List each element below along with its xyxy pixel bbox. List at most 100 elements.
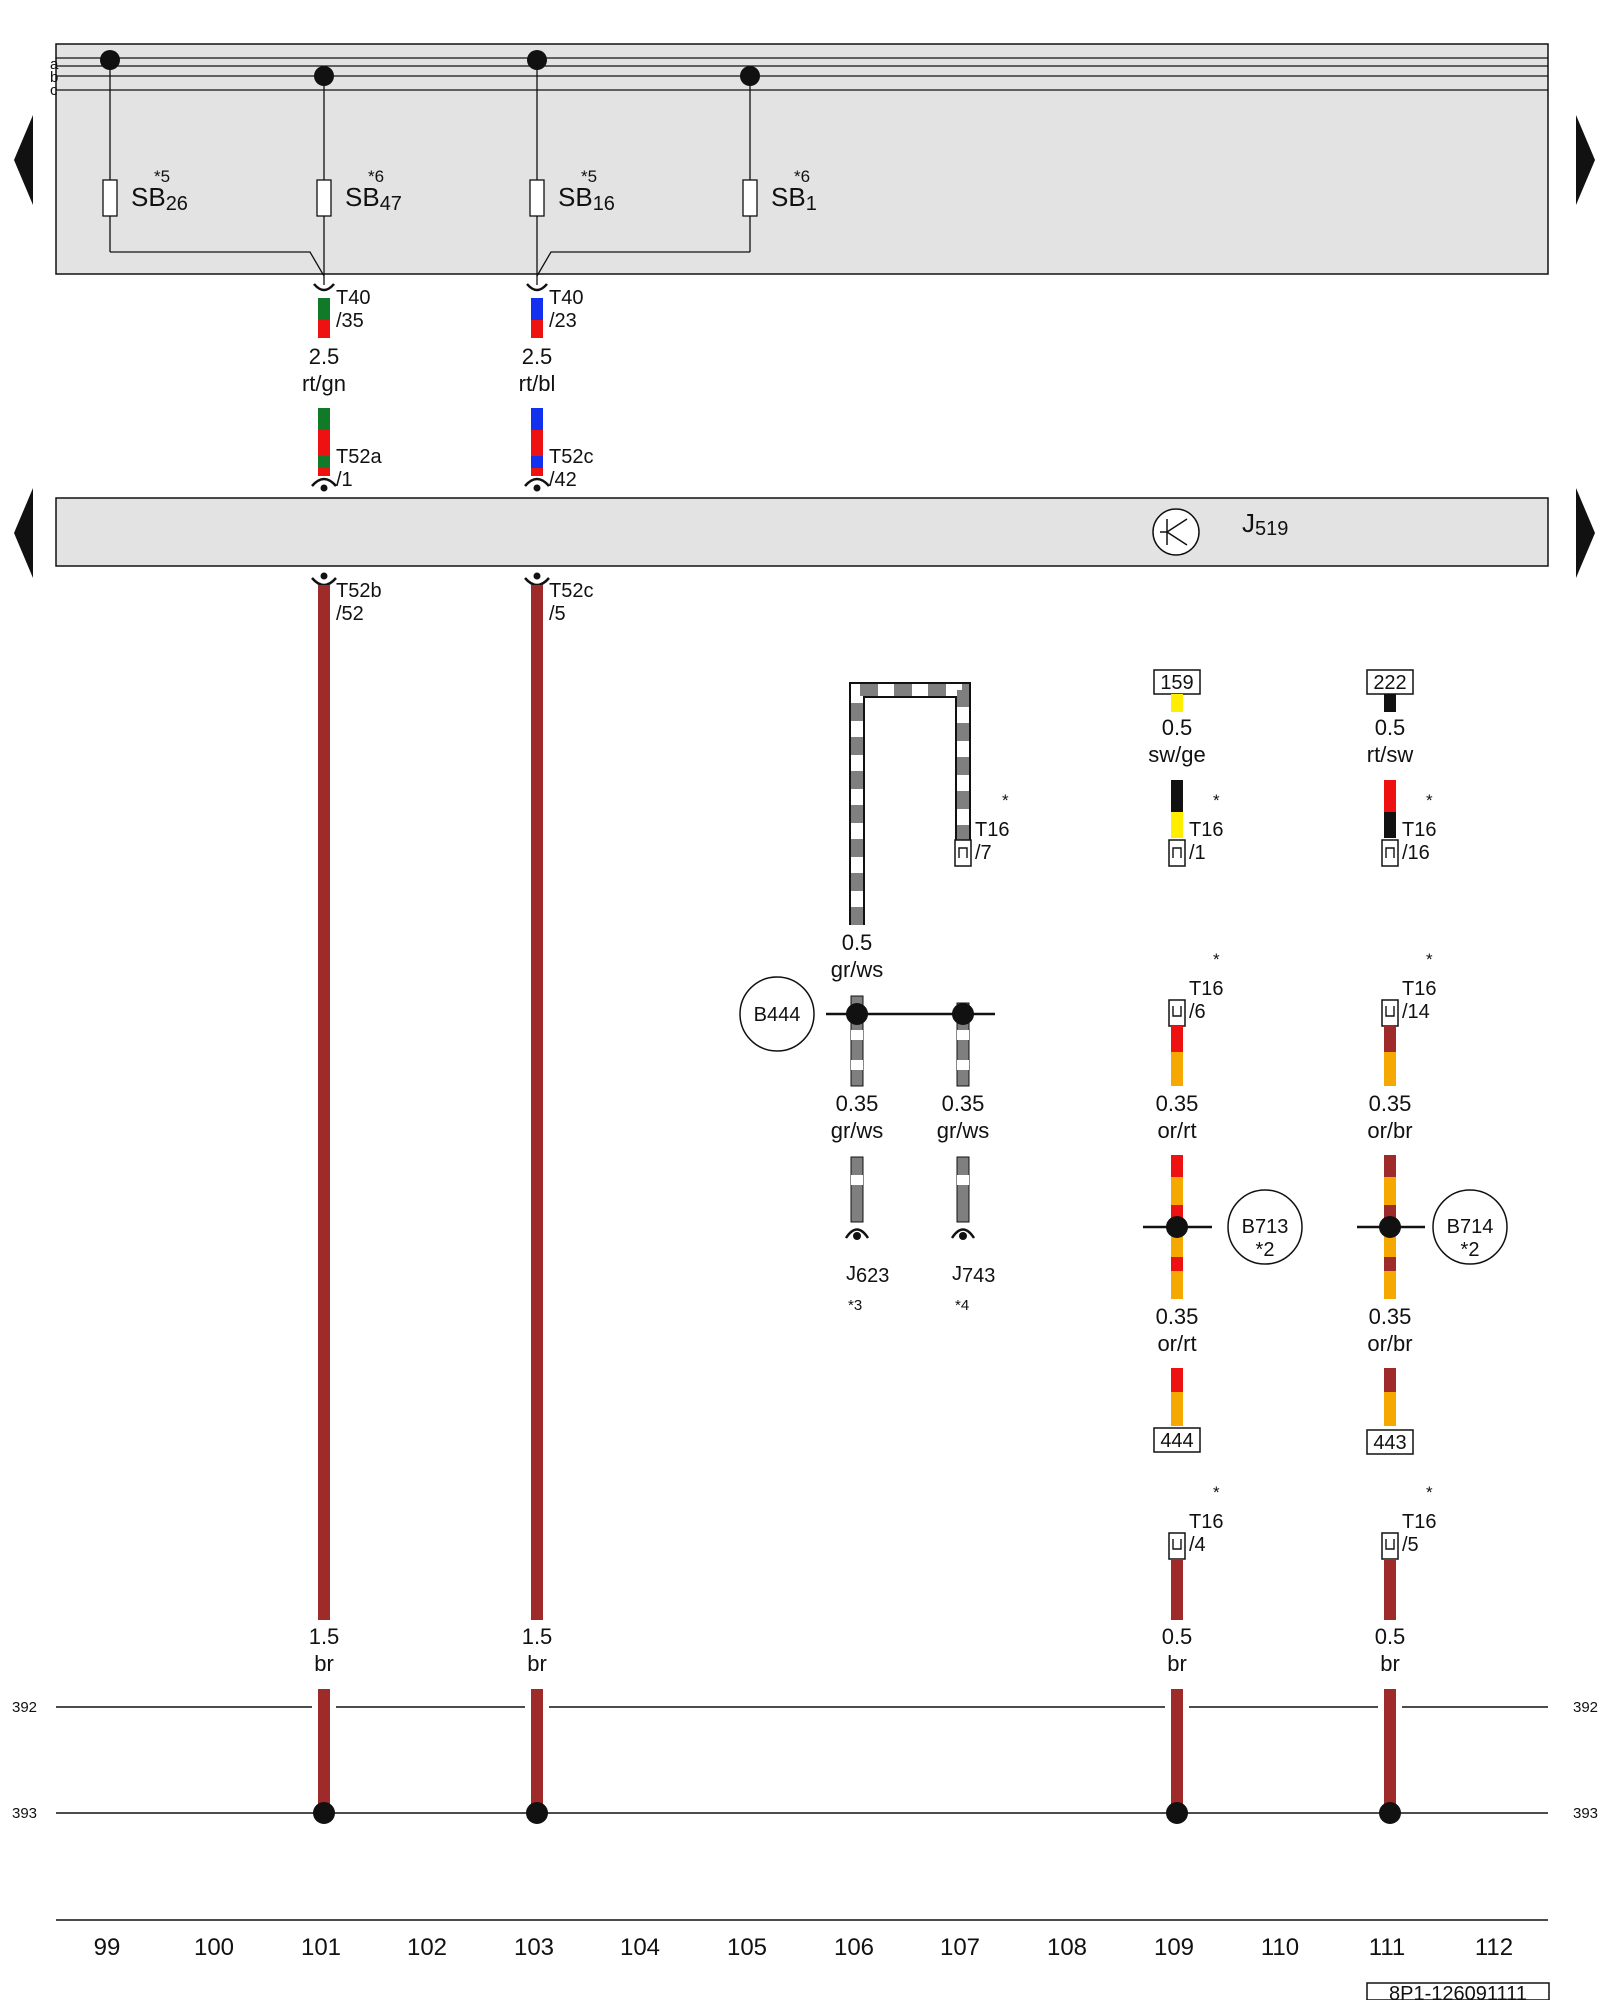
t16-6-conn: T16 bbox=[1189, 978, 1223, 1000]
wire-gr-ws-b-gauge: 0.35 bbox=[942, 1091, 985, 1116]
wire-101-upper: T40 /35 2.5 rt/gn T52a /1 bbox=[302, 283, 382, 492]
ground-node-103 bbox=[526, 1802, 548, 1824]
t16-4-conn: T16 bbox=[1189, 1511, 1223, 1533]
wire-sw-ge-gauge: 0.5 bbox=[1162, 715, 1193, 740]
t16-1-connector: * T16 /1 bbox=[1168, 791, 1223, 867]
wire-sw-ge-color: sw/ge bbox=[1148, 742, 1205, 767]
wire-101-ground bbox=[318, 1689, 330, 1813]
t16-5-star: * bbox=[1426, 1483, 1433, 1502]
wire-gr-ws-color: gr/ws bbox=[831, 957, 884, 982]
t16-4-connector: * T16 /4 bbox=[1168, 1483, 1223, 1560]
ref-159: 159 bbox=[1153, 669, 1201, 712]
ref-222: 222 bbox=[1366, 669, 1414, 712]
fuse-sb26: SB26 *5 bbox=[100, 50, 188, 252]
t52c-5-pin: /5 bbox=[549, 603, 566, 625]
module-j519-label: J519 bbox=[1242, 508, 1288, 540]
splice-b713: B713 *2 bbox=[1143, 1155, 1303, 1299]
wire-gr-ws-a-color: gr/ws bbox=[831, 1118, 884, 1143]
wire-101-gauge: 2.5 bbox=[309, 344, 340, 369]
ground-j623-note: *3 bbox=[848, 1297, 862, 1314]
t16-7-conn: T16 bbox=[975, 819, 1009, 841]
t16-16-star: * bbox=[1426, 791, 1433, 810]
ground-node-111 bbox=[1379, 1802, 1401, 1824]
fuse-sb47-label: SB47 bbox=[345, 182, 402, 215]
splice-b714-label: B714 bbox=[1447, 1216, 1494, 1238]
rail-label-a: a bbox=[50, 56, 59, 73]
next-page-arrow-top[interactable] bbox=[1576, 115, 1595, 205]
svg-text:444: 444 bbox=[1160, 1430, 1193, 1452]
fuse-sb1-label: SB1 bbox=[771, 182, 817, 215]
t16-6-pin: /6 bbox=[1189, 1001, 1206, 1023]
column-number: 110 bbox=[1261, 1934, 1299, 1961]
splice-b444-label: B444 bbox=[754, 1004, 801, 1026]
fuse-panel bbox=[55, 43, 1549, 275]
wire-gr-ws-a-gauge: 0.35 bbox=[836, 1091, 879, 1116]
module-j519 bbox=[55, 497, 1549, 567]
t16-6-connector: * T16 /6 bbox=[1168, 950, 1223, 1027]
svg-text:443: 443 bbox=[1373, 1432, 1406, 1454]
ground-node-109 bbox=[1166, 1802, 1188, 1824]
column-number: 100 bbox=[194, 1934, 234, 1961]
prev-page-arrow-top[interactable] bbox=[14, 115, 33, 205]
ref-444: 444 bbox=[1153, 1427, 1201, 1453]
t16-5-connector: * T16 /5 bbox=[1381, 1483, 1436, 1560]
t16-1-conn: T16 bbox=[1189, 819, 1223, 841]
t52b-52-pin: /52 bbox=[336, 603, 364, 625]
fuse-sb16-note: *5 bbox=[581, 167, 597, 186]
t16-5-conn: T16 bbox=[1402, 1511, 1436, 1533]
doc-id-box bbox=[1366, 1982, 1550, 2000]
ref-443: 443 bbox=[1366, 1429, 1414, 1455]
fuse-sb47: SB47 *6 bbox=[314, 66, 402, 285]
column-number: 112 bbox=[1475, 1934, 1513, 1961]
ground-j623: J623 *3 bbox=[844, 1156, 889, 1314]
wire-103-upper: T40 /23 2.5 rt/bl T52c /42 bbox=[519, 283, 593, 492]
ground-392-right: 392 bbox=[1573, 1699, 1598, 1716]
fuse-sb26-note: *5 bbox=[154, 167, 170, 186]
ground-j623-label: J623 bbox=[846, 1263, 889, 1287]
wire-or-rt-2-gauge: 0.35 bbox=[1156, 1304, 1199, 1329]
wire-gr-ws-gauge: 0.5 bbox=[842, 930, 873, 955]
wire-or-rt-1-gauge: 0.35 bbox=[1156, 1091, 1199, 1116]
wire-103-bottom-gauge: 1.5 bbox=[522, 1624, 553, 1649]
fuse-sb47-note: *6 bbox=[368, 167, 384, 186]
splice-b714-note: *2 bbox=[1461, 1239, 1480, 1261]
wire-103-brown bbox=[531, 585, 543, 1620]
ground-392-left: 392 bbox=[12, 1699, 37, 1716]
splice-b444: B444 bbox=[739, 976, 995, 1087]
t16-14-star: * bbox=[1426, 950, 1433, 969]
fuse-sb1: SB1 *6 bbox=[740, 66, 817, 252]
column-number: 106 bbox=[834, 1934, 874, 1961]
svg-text:222: 222 bbox=[1373, 672, 1406, 694]
t40-35-pin: /35 bbox=[336, 310, 364, 332]
wire-111-brown-upper bbox=[1384, 1559, 1396, 1620]
column-number: 103 bbox=[514, 1934, 554, 1961]
wire-111-bottom-gauge: 0.5 bbox=[1375, 1624, 1406, 1649]
column-number: 99 bbox=[94, 1934, 121, 1961]
next-page-arrow-module[interactable] bbox=[1576, 488, 1595, 578]
wire-or-br-2-gauge: 0.35 bbox=[1369, 1304, 1412, 1329]
t16-14-conn: T16 bbox=[1402, 978, 1436, 1000]
ground-393-right: 393 bbox=[1573, 1805, 1598, 1822]
wire-gr-ws-b-color: gr/ws bbox=[937, 1118, 990, 1143]
t16-7-pin: /7 bbox=[975, 842, 992, 864]
prev-page-arrow-module[interactable] bbox=[14, 488, 33, 578]
wire-or-br-1-gauge: 0.35 bbox=[1369, 1091, 1412, 1116]
fuse-sb16-label: SB16 bbox=[558, 182, 615, 215]
column-numbers: 99 100 101 102 103 104 105 106 107 108 1… bbox=[94, 1934, 1513, 1961]
t16-1-pin: /1 bbox=[1189, 842, 1206, 864]
wire-111-ground bbox=[1384, 1689, 1396, 1813]
wire-109-ground bbox=[1171, 1689, 1183, 1813]
wire-rt-sw-gauge: 0.5 bbox=[1375, 715, 1406, 740]
splice-b714: B714 *2 bbox=[1357, 1155, 1508, 1299]
column-number: 109 bbox=[1154, 1934, 1194, 1961]
wire-or-rt-2-color: or/rt bbox=[1157, 1331, 1196, 1356]
t52a-1-pin: /1 bbox=[336, 469, 353, 491]
t16-4-pin: /4 bbox=[1189, 1534, 1206, 1556]
splice-b713-label: B713 bbox=[1242, 1216, 1289, 1238]
t16-14-pin: /14 bbox=[1402, 1001, 1430, 1023]
wire-109-bottom-gauge: 0.5 bbox=[1162, 1624, 1193, 1649]
wire-101-bottom-color: br bbox=[314, 1651, 334, 1676]
wire-103-color: rt/bl bbox=[519, 371, 556, 396]
fuse-sb1-note: *6 bbox=[794, 167, 810, 186]
wire-or-br-2-color: or/br bbox=[1367, 1331, 1412, 1356]
